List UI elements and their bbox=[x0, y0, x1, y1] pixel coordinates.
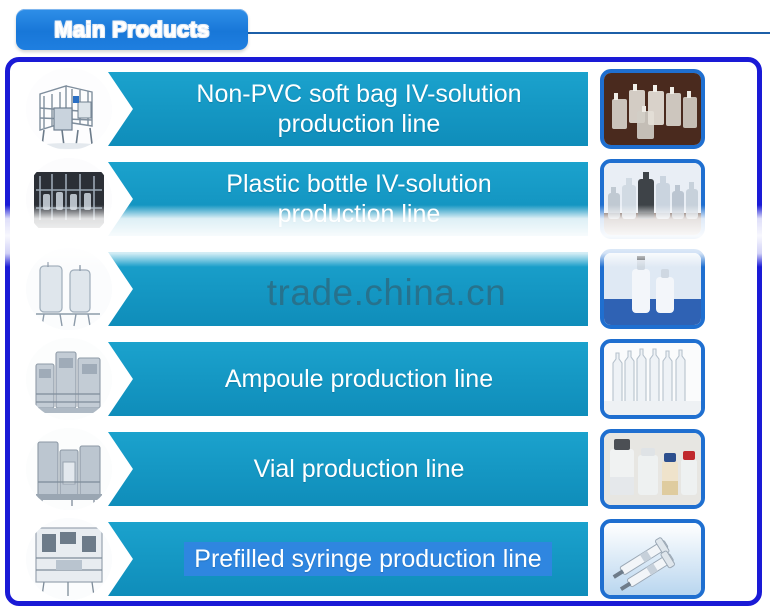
main-products-tab[interactable]: Main Products bbox=[16, 9, 248, 50]
product-label-band: Plastic bottle IV-solution production li… bbox=[108, 162, 588, 236]
product-name: Vial production line bbox=[253, 455, 465, 483]
product-row[interactable]: Ampoule production line bbox=[10, 334, 757, 424]
glass-ampoules-photo[interactable] bbox=[600, 339, 705, 419]
header-divider-line bbox=[150, 32, 770, 34]
product-row[interactable]: Vial production line bbox=[10, 424, 757, 514]
product-name: Ampoule production line bbox=[224, 365, 494, 393]
product-name: Non-PVC soft bag IV-solution production … bbox=[196, 80, 522, 138]
syringe-line-machine-icon bbox=[26, 518, 112, 600]
vial-line-machine-icon bbox=[26, 428, 112, 510]
product-name: Plastic bottle IV-solution production li… bbox=[226, 170, 492, 228]
glass-bottle-line-machine-icon bbox=[26, 248, 112, 330]
prefilled-syringes-photo[interactable] bbox=[600, 519, 705, 599]
plastic-bottle-line-machine-icon bbox=[26, 158, 112, 240]
non-pvc-soft-bags-photo[interactable] bbox=[600, 69, 705, 149]
product-label-band bbox=[108, 252, 588, 326]
page-title: Main Products bbox=[54, 17, 210, 42]
product-row[interactable]: Non-PVC soft bag IV-solution production … bbox=[10, 64, 757, 154]
products-panel: Non-PVC soft bag IV-solution production … bbox=[5, 57, 762, 606]
product-label-band: Vial production line bbox=[108, 432, 588, 506]
product-label-band: Prefilled syringe production line bbox=[108, 522, 588, 596]
product-label-band: Ampoule production line bbox=[108, 342, 588, 416]
plastic-iv-bottles-photo[interactable] bbox=[600, 159, 705, 239]
glass-vials-photo[interactable] bbox=[600, 429, 705, 509]
product-row[interactable]: Prefilled syringe production line bbox=[10, 514, 757, 601]
ampoule-line-machine-icon bbox=[26, 338, 112, 420]
products-list: Non-PVC soft bag IV-solution production … bbox=[10, 62, 757, 601]
iv-bag-filling-machine-icon bbox=[26, 68, 112, 150]
product-row[interactable]: Plastic bottle IV-solution production li… bbox=[10, 154, 757, 244]
glass-infusion-bottles-photo[interactable] bbox=[600, 249, 705, 329]
product-label-band: Non-PVC soft bag IV-solution production … bbox=[108, 72, 588, 146]
product-name: Prefilled syringe production line bbox=[186, 544, 550, 574]
page-header: Main Products bbox=[0, 0, 773, 55]
product-row[interactable] bbox=[10, 244, 757, 334]
